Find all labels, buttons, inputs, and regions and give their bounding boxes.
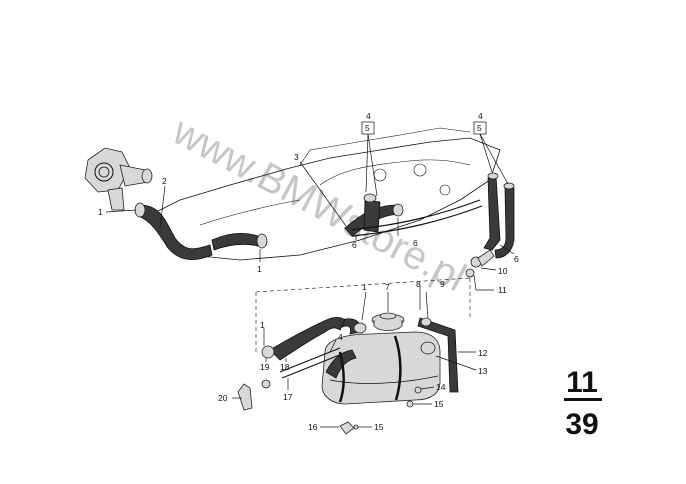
hose-2	[137, 204, 213, 260]
callout-5-right: 5	[477, 123, 482, 133]
clamp-right-top-2	[503, 182, 515, 190]
callout-6-mid-right: 6	[413, 238, 418, 248]
pipe-12	[417, 317, 459, 393]
radiator-cap-7	[371, 312, 405, 331]
hose-18	[269, 316, 346, 361]
clamp-6a	[363, 193, 377, 203]
callout-15-right: 15	[434, 399, 444, 409]
group-number: 11	[566, 366, 598, 399]
callouts: 1 2 1 3 4 5 6 6 4 5 6 10 11	[98, 111, 519, 432]
callout-20: 20	[218, 393, 228, 403]
page-number-value: 39	[565, 408, 598, 441]
callout-4-right: 4	[478, 111, 483, 121]
bracket-20	[237, 383, 253, 411]
callout-14: 14	[436, 382, 446, 392]
callout-19: 19	[260, 362, 270, 372]
clamp-1a	[134, 202, 146, 218]
clamp-right-top	[487, 172, 499, 180]
callout-1-mid: 1	[257, 264, 262, 274]
callout-11: 11	[498, 285, 507, 295]
washer-15-lower	[353, 424, 359, 430]
callout-6-right: 6	[514, 254, 519, 264]
bolt-15	[406, 400, 414, 408]
callout-1-lower: 1	[260, 320, 265, 330]
clamp-19	[261, 345, 275, 359]
callout-4-tank: 4	[338, 332, 343, 342]
expansion-tank	[321, 331, 441, 405]
callout-10: 10	[498, 266, 508, 276]
washer-19	[261, 379, 271, 389]
callout-6-mid-left: 6	[352, 240, 357, 250]
callout-4-mid: 4	[366, 111, 371, 121]
fitting-11	[465, 268, 475, 278]
grommet-14	[414, 386, 422, 394]
nut-16	[339, 421, 355, 435]
callout-7: 7	[385, 282, 390, 292]
thermostat-housing	[84, 147, 153, 211]
callout-8: 8	[416, 279, 421, 289]
watermark: www.BMWstore.pl	[165, 109, 473, 301]
callout-3: 3	[294, 152, 299, 162]
callout-15-lower: 15	[374, 422, 384, 432]
hose-center-pipe	[363, 199, 381, 233]
clamp-1b	[256, 233, 268, 249]
clamp-6b	[392, 203, 404, 217]
callout-12: 12	[478, 348, 488, 358]
callout-2: 2	[162, 176, 167, 186]
hose-right	[483, 175, 501, 251]
hose-lower-left	[211, 232, 259, 251]
callout-9: 9	[440, 279, 445, 289]
callout-16: 16	[308, 422, 318, 432]
page-number: 11 39	[564, 366, 602, 441]
engine-block-outline	[149, 127, 501, 261]
callout-5-mid: 5	[365, 123, 370, 133]
callout-1-tank: 1	[362, 282, 367, 292]
dashed-link-left	[255, 277, 471, 293]
callout-17: 17	[283, 392, 293, 402]
hose-right-outer	[494, 187, 515, 259]
callout-18: 18	[280, 362, 290, 372]
callout-13: 13	[478, 366, 488, 376]
callout-1-left: 1	[98, 207, 103, 217]
